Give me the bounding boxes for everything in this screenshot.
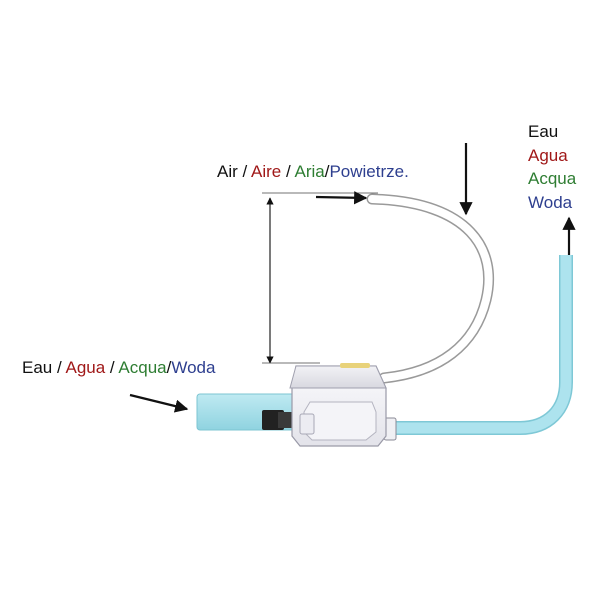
outlet-label-fr: Eau [528, 122, 559, 141]
air-label-sep-1: / [237, 162, 252, 181]
air-inlet-arrow [315, 191, 368, 205]
air-label-sep-3: / [324, 162, 330, 181]
inlet-label-sep-1: / [52, 358, 66, 377]
air-label-sep-2: / [281, 162, 295, 181]
outlet-label-es: Agua [528, 145, 568, 165]
outlet-label-it: Acqua [528, 169, 577, 188]
outlet-label: Eau Agua Acqua Woda [528, 120, 576, 214]
air-label: Air / Aire / Aria/Powietrze. [217, 162, 409, 182]
air-label-it: Aria [294, 162, 325, 181]
air-label-pl: Powietrze. [329, 162, 409, 181]
inlet-label-it: Acqua [118, 358, 167, 377]
outlet-label-pl: Woda [528, 192, 573, 212]
outlet-tube [392, 255, 573, 435]
inlet-label-pl: Woda [171, 358, 216, 377]
air-label-en: Air [217, 162, 238, 181]
inlet-label: Eau / Agua / Acqua/Woda [22, 358, 215, 378]
air-tube [366, 193, 495, 384]
air-label-es: Aire [251, 162, 282, 181]
inlet-label-sep-3: / [166, 358, 172, 377]
inlet-label-fr: Eau [22, 358, 53, 377]
inlet-label-es: Agua [65, 358, 106, 377]
inlet-label-sep-2: / [105, 358, 119, 377]
water-inlet-arrow [129, 393, 189, 413]
